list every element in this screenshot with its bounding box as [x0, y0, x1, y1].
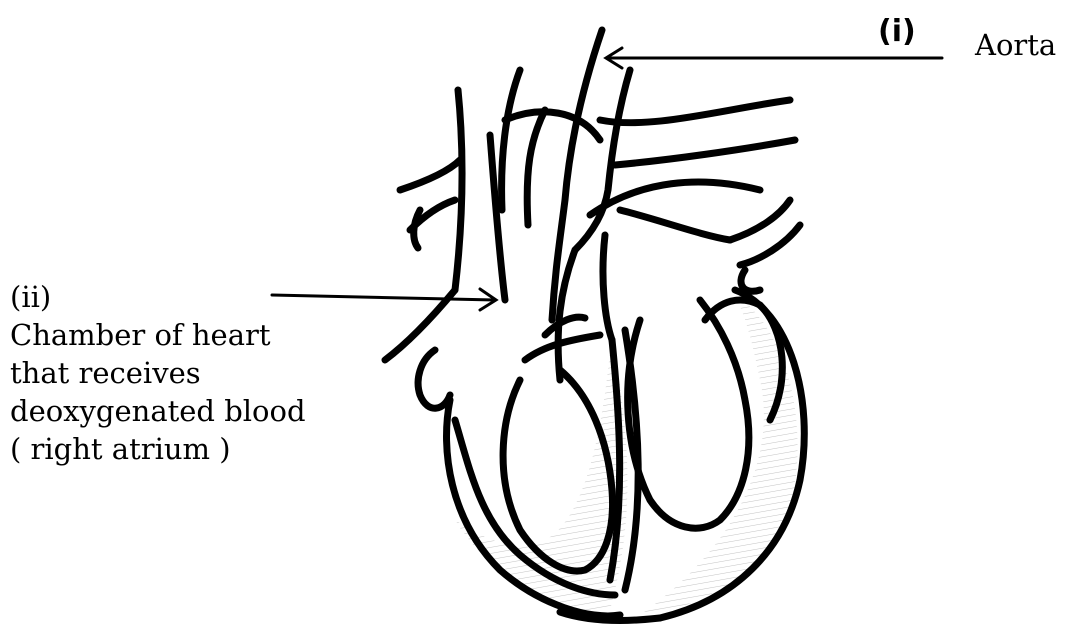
- label-ii-line: ( right atrium ): [10, 430, 306, 468]
- tricuspid-line-2: [525, 335, 600, 360]
- left-atrium-branch: [730, 200, 790, 240]
- vena-cava-left: [455, 90, 462, 290]
- pulmonary-bottom: [615, 140, 795, 165]
- arch-branch-2: [527, 110, 545, 225]
- arch-branch-1: [502, 70, 520, 210]
- label-ii-line: deoxygenated blood: [10, 392, 306, 430]
- left-atrium-top: [620, 210, 730, 240]
- label-aorta: Aorta: [975, 26, 1056, 64]
- left-wall-shading: [640, 295, 798, 615]
- label-ii-marker: (ii): [10, 278, 306, 316]
- left-vessel-top: [400, 160, 460, 190]
- left-atrium-curve: [741, 270, 760, 291]
- left-vessel-small: [414, 210, 420, 248]
- label-ii-line: that receives: [10, 354, 306, 392]
- label-ii-line: Chamber of heart: [10, 316, 306, 354]
- left-ventricle-chamber: [628, 300, 749, 528]
- label-ii-block: (ii) Chamber of heart that receives deox…: [10, 278, 306, 468]
- right-atrium-inner-curve: [418, 350, 450, 408]
- aorta-left-wall: [552, 30, 602, 320]
- arch-connector: [505, 112, 600, 140]
- right-atrium-outer: [385, 290, 455, 360]
- mid-vessel-right: [603, 235, 612, 340]
- label-i-marker: (i): [878, 14, 916, 49]
- pulmonary-lower: [590, 182, 760, 215]
- pulmonary-top: [600, 100, 790, 123]
